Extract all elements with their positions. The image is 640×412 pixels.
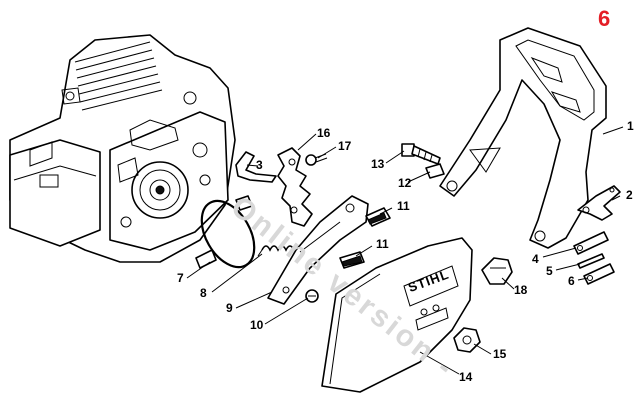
part-16-bracket [277,147,313,227]
part-18-fitting [481,257,513,285]
callout-10: 10 [250,318,264,332]
part-5-pin [577,253,605,269]
callout-16: 16 [317,126,331,140]
part-8-spring [257,245,295,257]
callout-14: 14 [459,370,473,384]
part-1-hand-guard [439,27,607,249]
callout-8: 8 [200,286,207,300]
callout-7: 7 [177,271,184,285]
leader-lines [186,126,624,375]
part-10-screw [305,289,319,303]
callout-3: 3 [256,158,263,172]
part-3-spring-clip [235,151,277,183]
part-7-brake-band [195,195,256,269]
callout-13: 13 [371,157,385,171]
callout-2: 2 [626,188,633,202]
part-2-lever [577,185,621,221]
part-4-link [573,231,609,255]
part-9-brake-lever [267,195,369,305]
callout-5: 5 [546,264,553,278]
callout-9: 9 [226,301,233,315]
part-17-screw [305,153,328,166]
callout-17: 17 [338,139,352,153]
callout-11-lower: 11 [376,237,389,251]
callout-11-upper: 11 [397,199,410,213]
engine-housing [9,34,236,263]
part-14-sprocket-cover [321,237,473,393]
callout-12: 12 [398,176,412,190]
part-13-bolt [401,143,441,165]
callout-1: 1 [627,119,634,133]
callout-4: 4 [532,252,539,266]
part-12-nut [425,163,445,179]
callout-18: 18 [514,283,528,297]
part-15-nut [453,327,481,353]
page-number: 6 [598,6,611,31]
part-6-link [583,263,615,285]
callout-15: 15 [493,347,507,361]
callout-6: 6 [568,274,575,288]
